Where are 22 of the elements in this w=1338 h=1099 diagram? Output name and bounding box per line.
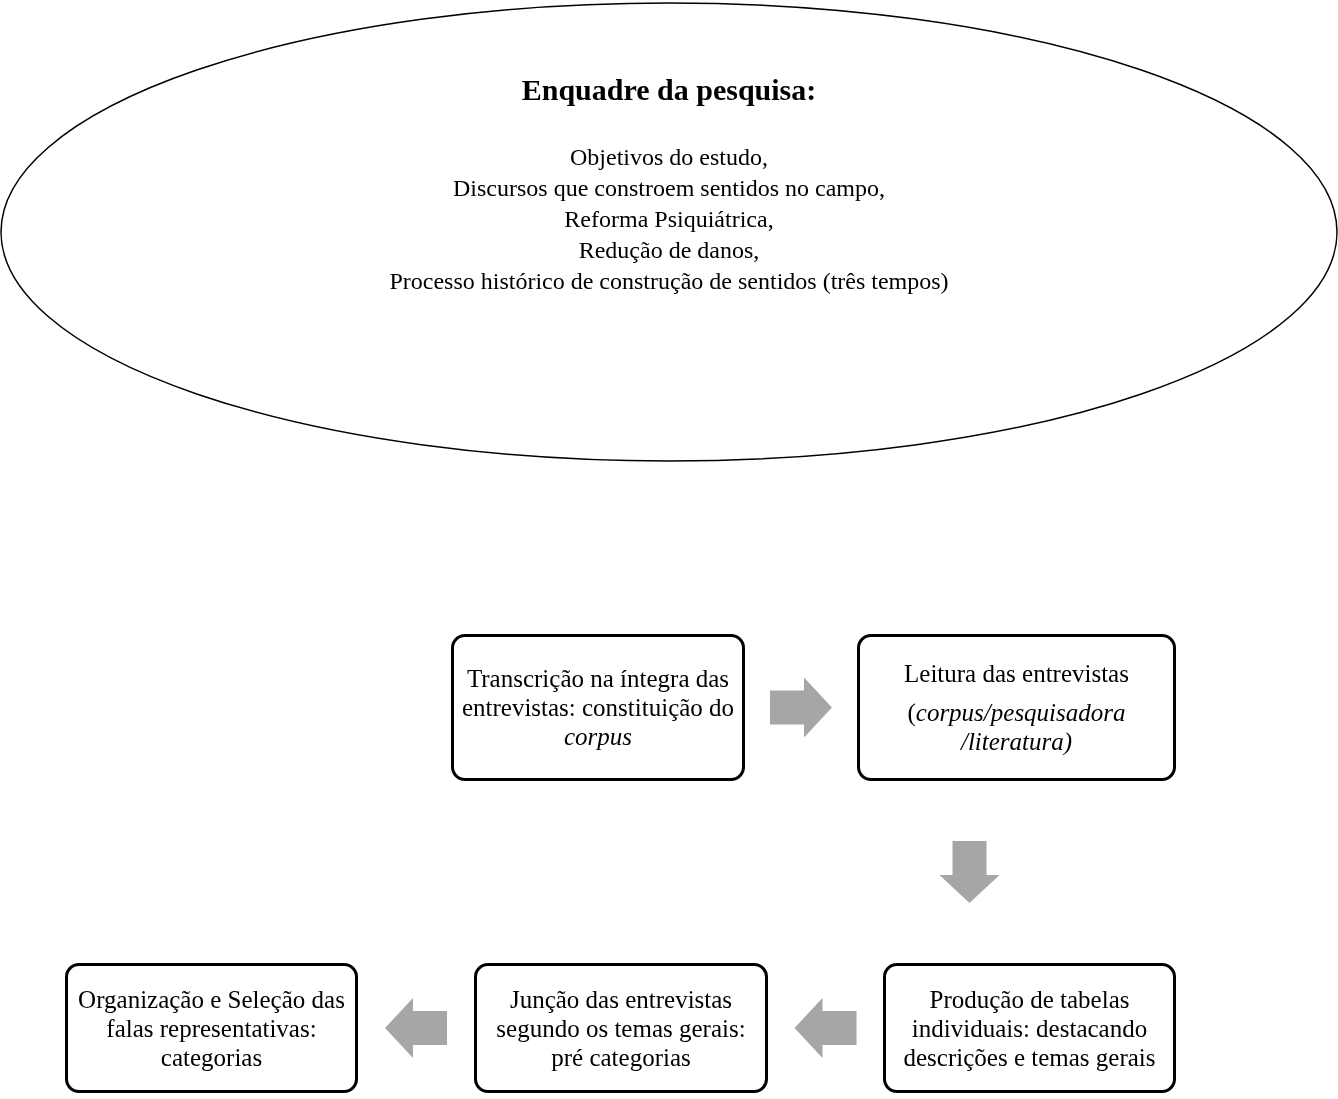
process-box [857,634,1176,781]
ellipse-text: Objetivos do estudo, [570,143,768,172]
ellipse-text: Reforma Psiquiátrica, [564,205,774,234]
box-text: Transcrição na íntegra das entrevistas: constituição do corpus [460,664,736,751]
process-box [65,963,358,1093]
ellipse [0,2,1338,462]
block-arrow [770,677,832,738]
box-text: (corpus/pesquisadora /literatura) [906,698,1127,756]
block-arrow [385,998,447,1058]
box-text: Organização e Seleção das falas representativas: categorias [77,984,346,1072]
process-box [883,963,1176,1093]
ellipse-text: Redução de danos, [578,236,760,265]
process-box [474,963,768,1093]
box-text: Junção das entrevistas segundo os temas gerais: pré categorias [495,984,747,1072]
ellipse-text: Processo histórico de construção de sentidos (três tempos) [389,267,949,296]
block-arrow [794,998,857,1058]
box-text: Produção de tabelas individuais: destacando descrições e temas gerais [902,984,1157,1072]
ellipse-text: Discursos que constroem sentidos no campo, [453,174,885,203]
ellipse-title: Enquadre da pesquisa: [521,72,817,108]
box-text: Leitura das entrevistas [904,659,1129,688]
block-arrow [939,841,1000,903]
process-box [451,634,745,781]
